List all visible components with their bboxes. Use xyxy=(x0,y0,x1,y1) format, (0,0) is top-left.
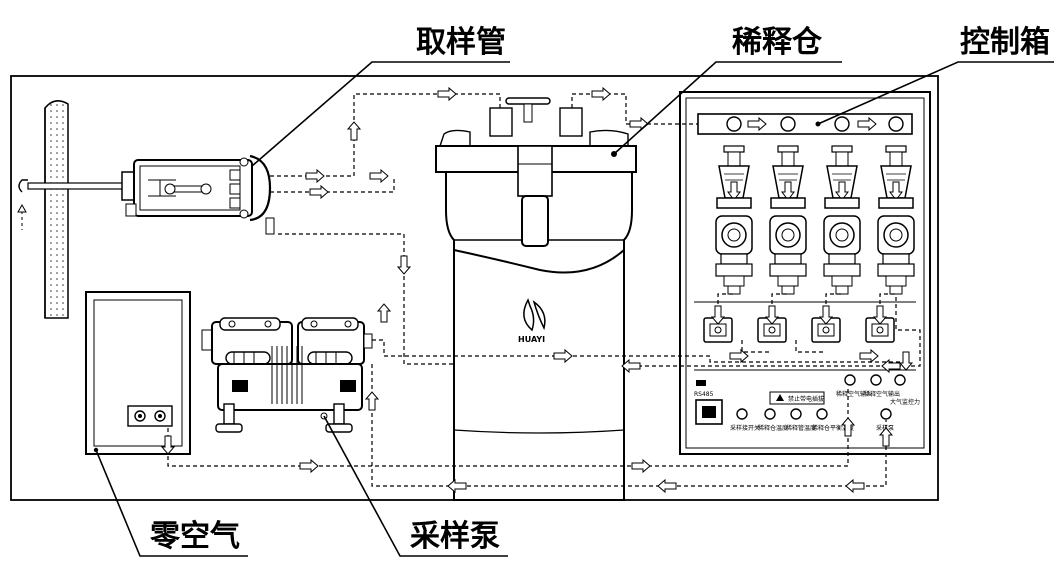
label-sampling-pump: 采样泵 xyxy=(410,519,500,554)
port-label-balance-temp: 稀释仓平衡温度 xyxy=(812,424,854,432)
label-sampling-tube: 取样管 xyxy=(416,25,506,60)
port-label-tube-temp: 稀释管温度 xyxy=(786,424,816,432)
port-label-pump: 采样泵 xyxy=(876,424,894,432)
label-control-box: 控制箱 xyxy=(960,25,1050,60)
probe-rod xyxy=(17,179,131,230)
port-label-dilution-out: 稀释空气输出 xyxy=(864,390,900,398)
leader-lines xyxy=(95,61,1054,557)
port-label-atmos: 大气监控力 xyxy=(890,398,920,406)
brand-logo-text: HUAYI xyxy=(518,335,545,344)
zero-air-generator xyxy=(85,291,191,455)
sampling-pump xyxy=(201,317,373,433)
warning-label: 禁止带电插拔 xyxy=(788,395,824,403)
stack-wall xyxy=(44,100,69,319)
port-label-dilution-in: 稀释空气输入 xyxy=(836,390,872,398)
port-label-chamber-temp: 稀释仓温度 xyxy=(758,424,788,432)
dilution-chamber: HUAYI xyxy=(435,97,637,501)
rs485-label: RS485 xyxy=(694,391,714,398)
control-box: RS485 禁止带电插拔 稀释空气输入 稀释空气输出 大气监控力 采样接开关 稀… xyxy=(679,91,931,455)
label-zero-air: 零空气 xyxy=(150,519,240,554)
sampling-tube-housing xyxy=(121,154,275,235)
label-dilution-chamber: 稀释仓 xyxy=(732,25,823,60)
port-label-sample-switch: 采样接开关 xyxy=(730,424,760,432)
